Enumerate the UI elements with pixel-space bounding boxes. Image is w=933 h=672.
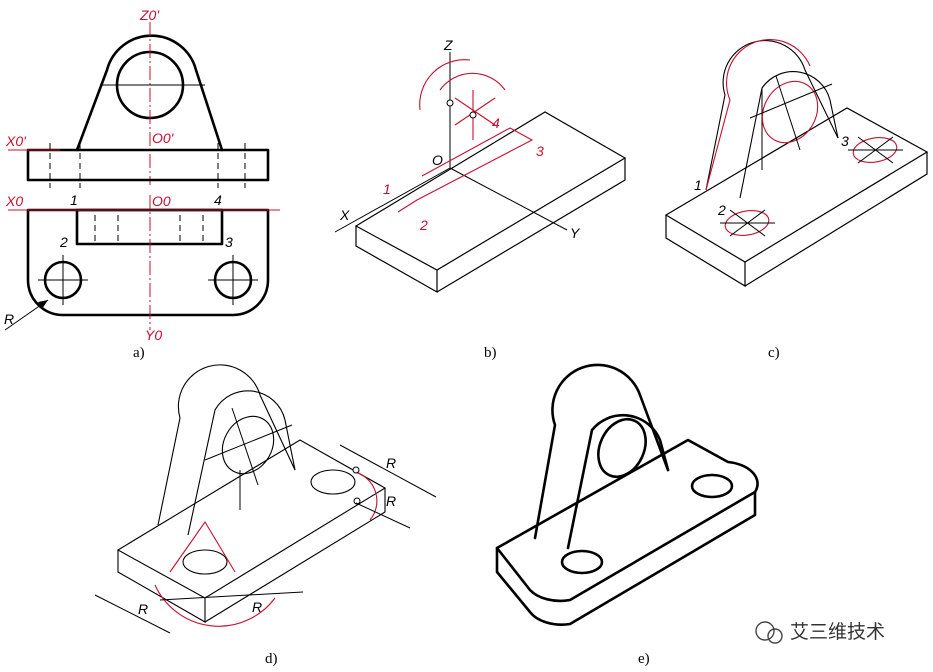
- label-z0p: Z0': [139, 7, 160, 23]
- lug-front: [566, 413, 670, 550]
- label-y: Y: [570, 225, 581, 241]
- label-4: 4: [214, 192, 222, 208]
- construction-rect: [397, 127, 534, 213]
- lug-outline: [75, 34, 224, 152]
- block-top: [664, 107, 929, 263]
- lug-back: [705, 40, 839, 191]
- arc-right: [439, 72, 506, 91]
- base-top: [495, 438, 759, 603]
- label-r: R: [4, 311, 14, 327]
- label-x0: X0: [5, 193, 23, 209]
- hole-right: [310, 469, 356, 495]
- arc-left: [419, 59, 471, 111]
- label-3: 3: [841, 133, 849, 149]
- lug-hole: [221, 415, 275, 475]
- block-top: [354, 111, 627, 271]
- top-view-base: [26, 208, 270, 317]
- label-1: 1: [694, 177, 702, 193]
- red-arc-left: [154, 584, 276, 627]
- label-x0p: X0': [5, 133, 27, 149]
- front-base: [26, 148, 270, 182]
- label-y0: Y0: [145, 327, 162, 343]
- watermark-text: 艾三维技术: [790, 621, 885, 643]
- lug-hole-ellipse: [761, 80, 819, 144]
- label-1: 1: [70, 192, 78, 208]
- hole-left: [560, 549, 604, 575]
- block-top: [116, 439, 387, 599]
- y-axis: [449, 167, 568, 231]
- base-sides: [495, 490, 757, 626]
- lug-front: [187, 390, 296, 536]
- label-2: 2: [717, 202, 726, 218]
- label-2: 2: [419, 217, 428, 233]
- label-1: 1: [383, 181, 391, 197]
- panel-d-rounding: R R R R d): [94, 364, 437, 667]
- label-3: 3: [225, 234, 233, 250]
- hole-right: [852, 137, 898, 163]
- lug-back: [157, 364, 296, 526]
- wechat-icon: [755, 621, 775, 641]
- block-sides: [665, 152, 928, 288]
- lug-back: [533, 363, 670, 540]
- hole-left: [724, 210, 770, 236]
- label-z: Z: [443, 37, 453, 53]
- block-sides: [355, 158, 626, 294]
- caption-a: a): [133, 345, 145, 361]
- dim-r1: R: [138, 601, 148, 617]
- label-x: X: [339, 207, 350, 223]
- lug-front: [739, 71, 839, 199]
- watermark: 艾三维技术: [755, 621, 885, 644]
- caption-c: c): [768, 345, 780, 361]
- hole-right: [690, 473, 734, 499]
- label-2: 2: [59, 234, 68, 250]
- panel-e-finished: e): [495, 363, 759, 667]
- lug-hole: [597, 417, 647, 479]
- dim-r3: R: [386, 455, 396, 471]
- panel-a-orthographic: Z0' O0' X0' X0 O0 Y0 1 2 3 4 R a): [4, 7, 280, 361]
- red-construction: [705, 39, 811, 191]
- caption-d: d): [265, 651, 278, 667]
- label-3: 3: [536, 143, 544, 159]
- hole-left: [182, 549, 228, 575]
- label-4: 4: [492, 115, 500, 131]
- dim-r2: R: [252, 599, 262, 615]
- label-o0p: O0': [152, 130, 175, 146]
- x-axis: [334, 167, 451, 233]
- label-o0: O0: [152, 193, 171, 209]
- red-arc-right: [354, 471, 378, 521]
- dim-r4: R: [386, 493, 396, 509]
- label-o: O: [432, 152, 443, 168]
- panel-b-axes: Z O X Y 1 2 3 4 b): [334, 37, 627, 361]
- radius-arrow: [38, 300, 48, 309]
- caption-b: b): [484, 345, 497, 361]
- caption-e: e): [638, 651, 650, 667]
- red-construction-left: [169, 520, 236, 573]
- panel-c-lug: 1 2 3 c): [664, 39, 929, 361]
